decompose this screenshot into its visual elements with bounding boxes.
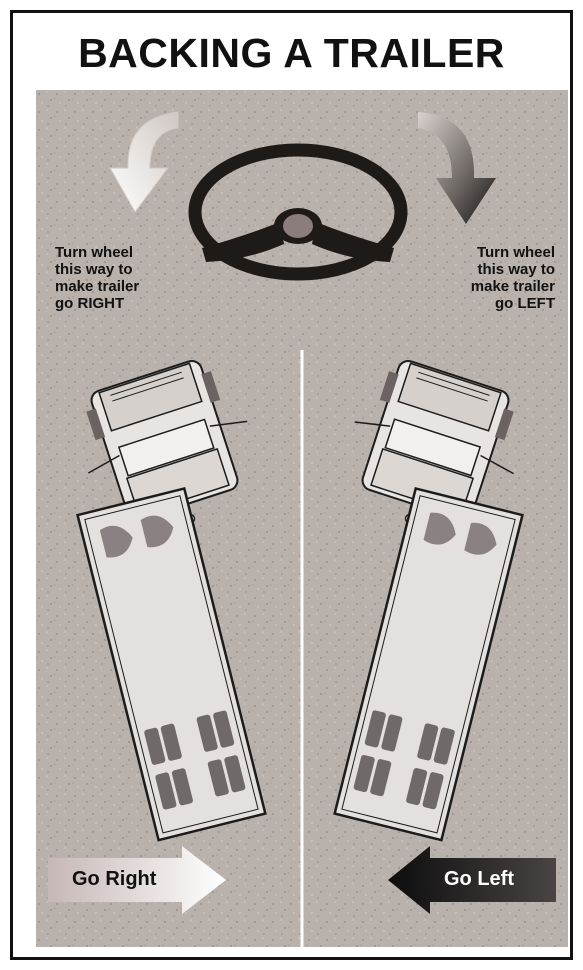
caption-go-left: Turn wheel this way to make trailer go L…: [471, 244, 555, 312]
go-right-label: Go Right: [72, 868, 156, 891]
go-left-label: Go Left: [444, 868, 514, 891]
caption-go-right: Turn wheel this way to make trailer go R…: [55, 244, 139, 312]
